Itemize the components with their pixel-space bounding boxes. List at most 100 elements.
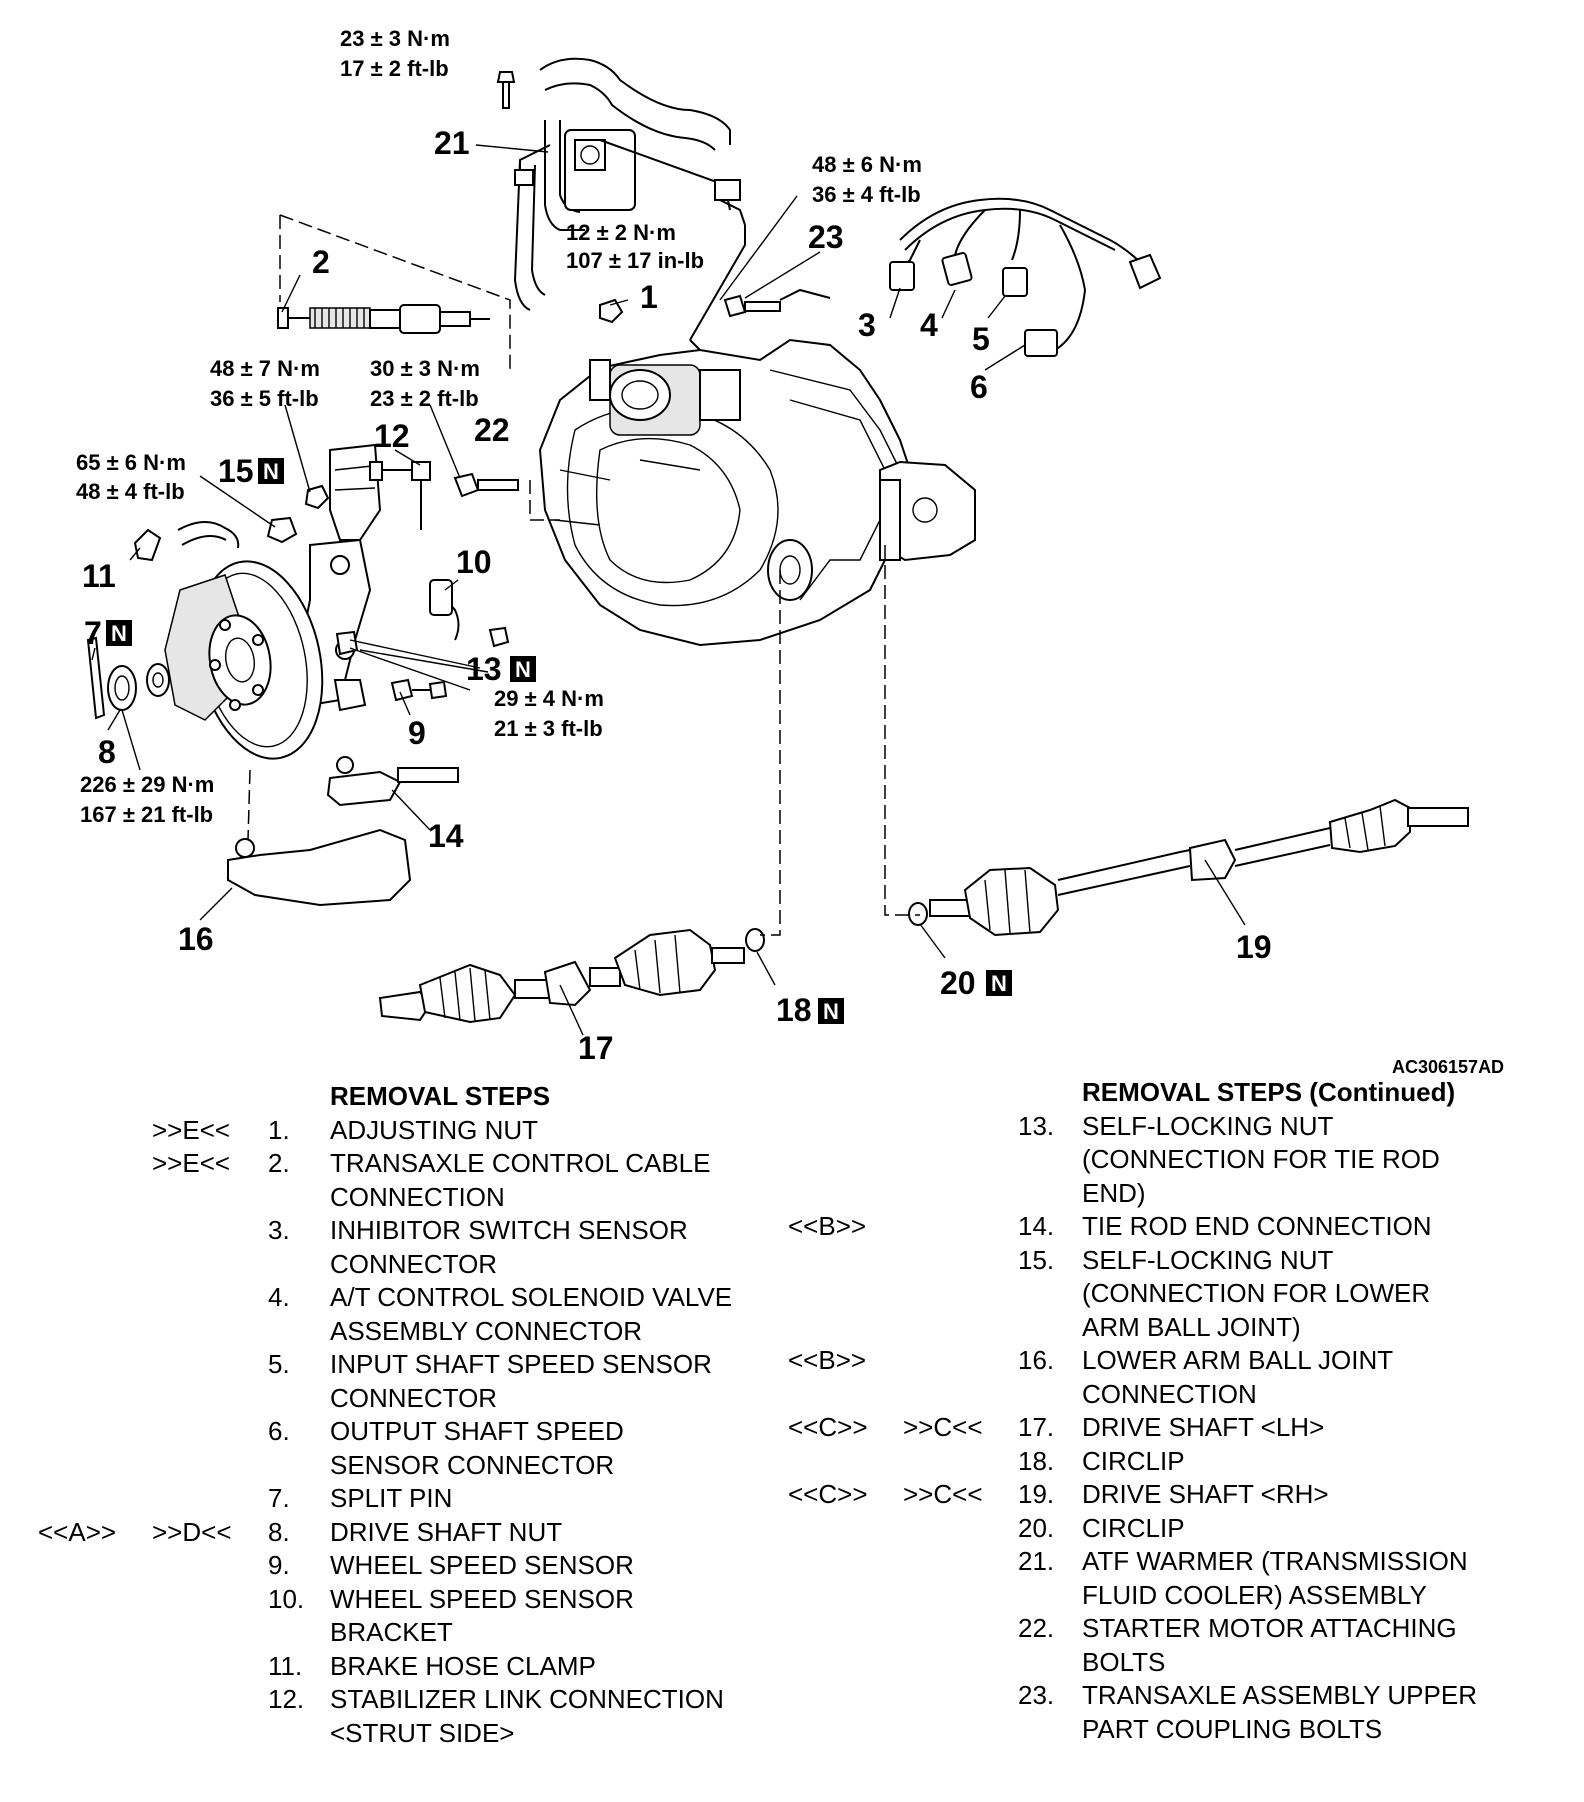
- upper-coupling-bolt-part: [723, 288, 831, 318]
- step-number: 16.: [1018, 1345, 1055, 1375]
- torque-labels: 23 ± 3 N·m 17 ± 2 ft-lb 12 ± 2 N·m 107 ±…: [76, 26, 922, 827]
- step-number: 1.: [268, 1114, 290, 1145]
- torque-21-inlb: 107 ± 17 in-lb: [566, 248, 704, 273]
- step-text: INHIBITOR SWITCH SENSOR: [330, 1215, 688, 1245]
- torque-15-nm: 65 ± 6 N·m: [76, 450, 186, 475]
- drive-shaft-lh: [378, 928, 745, 1024]
- callout-14: 14: [428, 818, 464, 854]
- step-number: 13.: [1018, 1110, 1055, 1141]
- knuckle-hub-assembly: [164, 443, 382, 760]
- torque-top-ftlb: 17 ± 2 ft-lb: [340, 56, 449, 81]
- torque-8-ftlb: 167 ± 21 ft-lb: [80, 802, 213, 827]
- step-number: 22.: [1018, 1613, 1055, 1643]
- step-text: CONNECTOR: [330, 1248, 498, 1279]
- step-text: TRANSAXLE CONTROL CABLE: [330, 1148, 711, 1178]
- torque-15-ftlb: 48 ± 4 ft-lb: [76, 479, 185, 504]
- callout-23: 23: [808, 219, 844, 255]
- step-mark-secondary: >>D<<: [152, 1516, 232, 1547]
- step-text: FLUID COOLER) ASSEMBLY: [1082, 1579, 1427, 1610]
- step-text: ADJUSTING NUT: [330, 1114, 538, 1145]
- self-locking-nut-15-part: [266, 516, 298, 544]
- callout-2: 2: [312, 244, 330, 280]
- figure-id: AC306157AD: [1392, 1057, 1504, 1077]
- callout-13: 13: [466, 651, 502, 687]
- step-text: BRAKE HOSE CLAMP: [330, 1650, 596, 1681]
- step-text: CONNECTOR: [330, 1382, 498, 1413]
- step-number: 7.: [268, 1483, 290, 1513]
- svg-text:N: N: [515, 657, 531, 682]
- callout-8: 8: [98, 734, 116, 770]
- torque-nut-nm: 48 ± 7 N·m: [210, 356, 320, 381]
- step-row: >>E<<1.ADJUSTING NUT: [0, 1114, 800, 1148]
- guide-lines: [247, 214, 920, 936]
- step-mark-secondary: >>C<<: [903, 1479, 983, 1509]
- callout-1: 1: [640, 279, 658, 315]
- step-text: CONNECTION: [1082, 1378, 1257, 1409]
- step-number: 3.: [268, 1215, 290, 1245]
- step-text: CONNECTION: [330, 1181, 505, 1212]
- step-text: STARTER MOTOR ATTACHING: [1082, 1613, 1457, 1643]
- step-number: 15.: [1018, 1244, 1055, 1275]
- leader-lines: [91, 144, 1246, 1036]
- callout-9: 9: [408, 715, 426, 751]
- brake-hose-clamp-part: [133, 528, 162, 562]
- drive-shaft-rh: [929, 798, 1469, 937]
- torque-23-nm: 48 ± 6 N·m: [812, 152, 922, 177]
- step-text: CIRCLIP: [1082, 1512, 1185, 1543]
- stabilizer-link: [369, 461, 431, 530]
- step-text: A/T CONTROL SOLENOID VALVE: [330, 1282, 733, 1312]
- step-row: 7. SPLIT PIN: [0, 1482, 800, 1516]
- step-text: BRACKET: [330, 1617, 453, 1647]
- step-text: SELF-LOCKING NUT: [1082, 1244, 1334, 1275]
- callout-18: 18: [776, 992, 812, 1028]
- removal-steps-heading: REMOVAL STEPS: [330, 1081, 551, 1111]
- step-number: 2.: [268, 1148, 290, 1178]
- svg-text:N: N: [111, 621, 127, 646]
- step-row: 11. BRAKE HOSE CLAMP: [0, 1650, 800, 1684]
- step-number: 5.: [268, 1349, 290, 1379]
- step-text: CIRCLIP: [1082, 1445, 1185, 1476]
- callout-11: 11: [82, 558, 116, 594]
- atf-warmer-assembly: [496, 57, 746, 351]
- callout-3: 3: [858, 307, 876, 343]
- removal-steps-continued-heading: REMOVAL STEPS (Continued): [1082, 1077, 1456, 1107]
- step-number: 11.: [268, 1650, 303, 1681]
- step-text: ASSEMBLY CONNECTOR: [330, 1315, 643, 1346]
- step-mark-primary: <<B>>: [788, 1211, 867, 1241]
- step-text: WHEEL SPEED SENSOR: [330, 1550, 634, 1580]
- step-text: DRIVE SHAFT <RH>: [1082, 1479, 1329, 1509]
- n-mark-18: [818, 998, 844, 1024]
- step-text: STABILIZER LINK CONNECTION: [330, 1684, 724, 1714]
- callout-17: 17: [578, 1030, 614, 1066]
- step-text: SELF-LOCKING NUT: [1082, 1110, 1334, 1141]
- new-part-marks: N N N N N: [106, 458, 1012, 1024]
- torque-9-ftlb: 21 ± 3 ft-lb: [494, 716, 603, 741]
- step-number: 20.: [1018, 1512, 1055, 1543]
- step-text: SPLIT PIN: [330, 1483, 453, 1513]
- step-text: INPUT SHAFT SPEED SENSOR: [330, 1349, 712, 1379]
- step-text: (CONNECTION FOR TIE ROD: [1082, 1144, 1440, 1174]
- step-mark-primary: <<B>>: [788, 1345, 867, 1375]
- callout-4: 4: [920, 307, 938, 343]
- step-text: SENSOR CONNECTOR: [330, 1449, 615, 1480]
- removal-steps-left: REMOVAL STEPS >>E<< 1. ADJUSTING NUT>>E<< 2…: [0, 1080, 800, 1750]
- step-text: (CONNECTION FOR LOWER: [1082, 1278, 1431, 1308]
- callout-7: 7: [84, 615, 102, 651]
- removal-steps-continued-list: 13.SELF-LOCKING NUT(CONNECTION FOR TIE R…: [788, 1110, 1584, 1747]
- torque-8-nm: 226 ± 29 N·m: [80, 772, 214, 797]
- step-text: TRANSAXLE ASSEMBLY UPPER: [1082, 1680, 1477, 1710]
- circlip-20-part: [908, 902, 928, 926]
- callout-6: 6: [970, 369, 988, 405]
- torque-9-nm: 29 ± 4 N·m: [494, 686, 604, 711]
- step-mark-secondary: >>E<<: [152, 1148, 231, 1178]
- step-text: PART COUPLING BOLTS: [1082, 1713, 1383, 1744]
- starter-bolt-part: [453, 472, 519, 498]
